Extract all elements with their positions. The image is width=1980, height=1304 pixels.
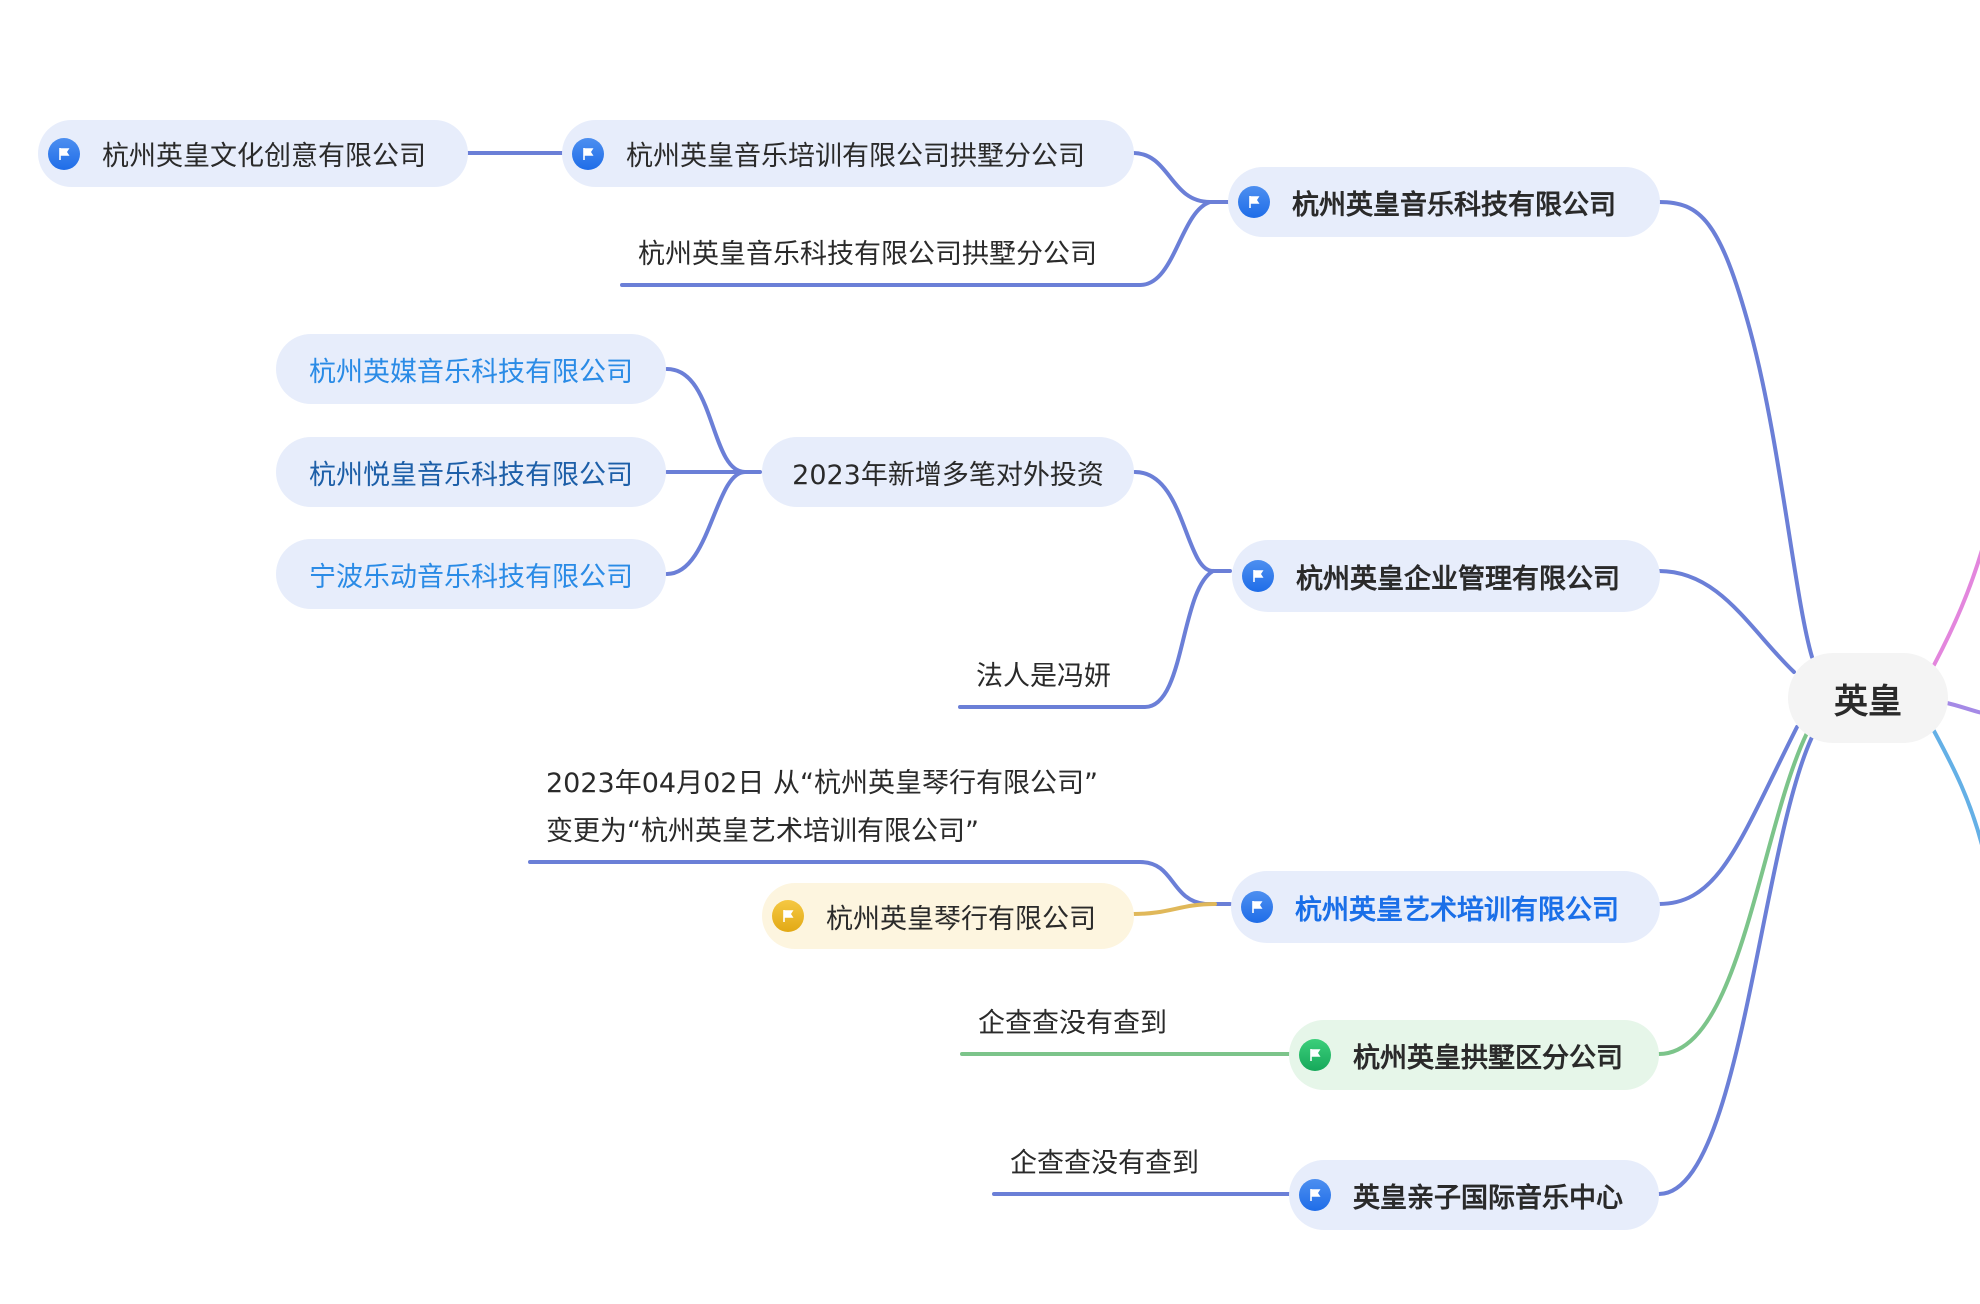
- link-root-to-enterprise-mgmt: [1657, 569, 1796, 674]
- link-art-training-to-piano-shop: [1131, 902, 1217, 916]
- node-label: 杭州英皇音乐科技有限公司: [1292, 189, 1616, 221]
- node-piano-shop[interactable]: 杭州英皇琴行有限公司: [762, 883, 1134, 949]
- link-investments-to-yingmei: [665, 367, 762, 474]
- link-root-to-music-tech: [1657, 200, 1814, 659]
- link-music-tech-to-training-branch: [1131, 151, 1232, 204]
- node-parent-child-center[interactable]: 英皇亲子国际音乐中心: [1289, 1160, 1659, 1230]
- node-label: 杭州英皇琴行有限公司: [826, 903, 1096, 935]
- node-2023-investments[interactable]: 2023年新增多笔对外投资: [762, 437, 1134, 507]
- link-root-right-purple: [1945, 701, 1980, 715]
- flag-icon: [48, 137, 80, 170]
- node-label: 2023年新增多笔对外投资: [792, 459, 1104, 491]
- note-legal-person[interactable]: 法人是冯妍: [976, 661, 1111, 692]
- link-music-tech-to-note: [620, 200, 1212, 287]
- flag-icon: [1238, 186, 1270, 218]
- flag-icon: [1241, 891, 1273, 923]
- node-label: 宁波乐动音乐科技有限公司: [309, 561, 633, 593]
- node-music-tech[interactable]: 杭州英皇音乐科技有限公司: [1228, 167, 1660, 237]
- node-label: 杭州英皇艺术培训有限公司: [1295, 894, 1619, 926]
- node-label: 杭州英皇企业管理有限公司: [1296, 563, 1620, 595]
- node-music-training-gongshu[interactable]: 杭州英皇音乐培训有限公司拱墅分公司: [562, 120, 1134, 187]
- node-label: 杭州英媒音乐科技有限公司: [309, 356, 633, 388]
- root-node[interactable]: 英皇: [1788, 653, 1948, 743]
- note-rename-history[interactable]: 2023年04月02日 从“杭州英皇琴行有限公司” 变更为“杭州英皇艺术培训有限…: [546, 768, 1098, 847]
- flag-icon: [572, 137, 604, 170]
- node-label: 杭州悦皇音乐科技有限公司: [309, 459, 633, 491]
- flag-icon: [1299, 1179, 1331, 1211]
- node-label: 杭州英皇音乐培训有限公司拱墅分公司: [626, 141, 1085, 172]
- flag-icon: [1299, 1039, 1331, 1071]
- note-music-tech-gongshu[interactable]: 杭州英皇音乐科技有限公司拱墅分公司: [638, 239, 1097, 270]
- node-yuehuang-music[interactable]: 杭州悦皇音乐科技有限公司: [276, 437, 666, 507]
- link-root-to-parent-child-center: [1657, 735, 1814, 1196]
- node-art-training[interactable]: 杭州英皇艺术培训有限公司: [1231, 871, 1660, 943]
- link-root-to-art-training: [1657, 725, 1799, 906]
- link-root-right-sky: [1932, 729, 1980, 846]
- flag-icon: [1242, 560, 1274, 592]
- note-center-not-found[interactable]: 企查查没有查到: [1010, 1148, 1199, 1179]
- root-label: 英皇: [1834, 681, 1902, 722]
- link-root-to-gongshu-branch: [1657, 731, 1809, 1056]
- node-label: 英皇亲子国际音乐中心: [1353, 1182, 1623, 1214]
- link-root-right-pink: [1932, 549, 1980, 667]
- node-label: 杭州英皇拱墅区分公司: [1353, 1042, 1623, 1074]
- node-ledong-music[interactable]: 宁波乐动音乐科技有限公司: [276, 539, 666, 609]
- flag-icon: [772, 900, 804, 932]
- note-gongshu-not-found[interactable]: 企查查没有查到: [978, 1008, 1167, 1039]
- node-label: 杭州英皇文化创意有限公司: [102, 141, 426, 172]
- node-yingmei-music[interactable]: 杭州英媒音乐科技有限公司: [276, 334, 666, 404]
- link-enterprise-to-investments: [1133, 470, 1232, 573]
- link-enterprise-to-legal-note: [958, 569, 1215, 709]
- link-investments-to-ledong: [665, 470, 747, 576]
- node-culture-creative[interactable]: 杭州英皇文化创意有限公司: [38, 120, 468, 187]
- node-gongshu-branch[interactable]: 杭州英皇拱墅区分公司: [1289, 1020, 1659, 1090]
- node-enterprise-mgmt[interactable]: 杭州英皇企业管理有限公司: [1232, 540, 1660, 612]
